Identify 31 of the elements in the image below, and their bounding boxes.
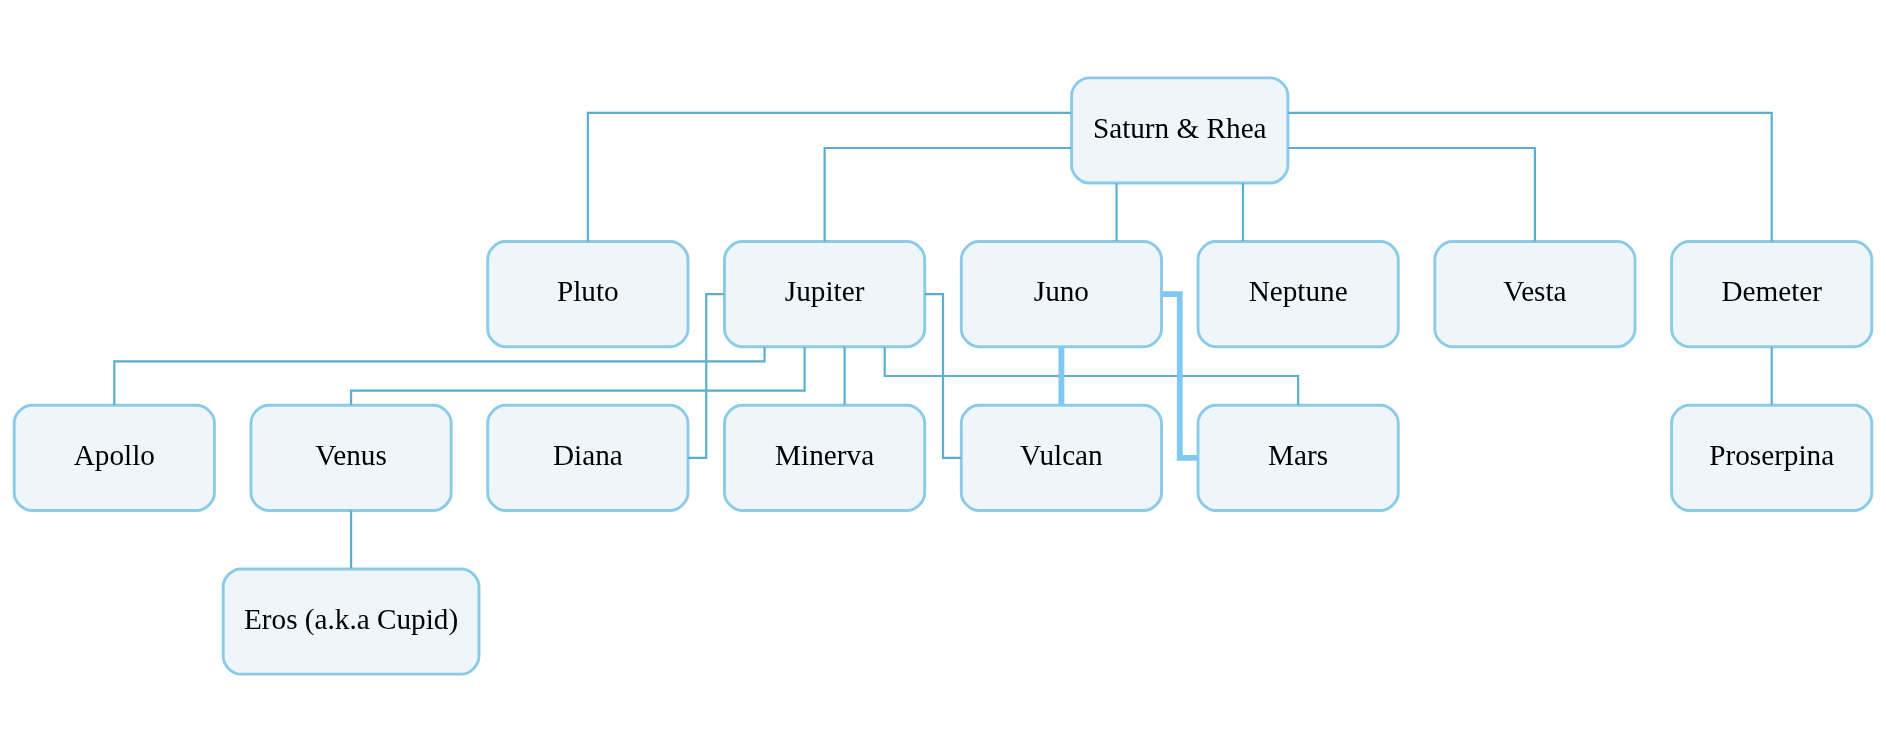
- connector: [1058, 346, 1065, 405]
- node-box: Mars: [1196, 403, 1400, 512]
- node-box: Minerva: [723, 403, 927, 512]
- node-box: Venus: [249, 403, 453, 512]
- connector: [688, 293, 725, 459]
- node-box: Vesta: [1433, 240, 1637, 349]
- connector: [113, 347, 766, 406]
- connector: [1161, 291, 1198, 461]
- node-box: Neptune: [1196, 240, 1400, 349]
- connector: [1115, 183, 1118, 241]
- node-box: Pluto: [486, 240, 690, 349]
- node-box: Demeter: [1670, 240, 1874, 349]
- node-box: Diana: [486, 403, 690, 512]
- node-box: Eros (a.k.a Cupid): [221, 567, 481, 676]
- node-box: Proserpina: [1670, 403, 1874, 512]
- node-box: Juno: [959, 240, 1163, 349]
- node-box: Apollo: [12, 403, 216, 512]
- connector: [1288, 146, 1536, 242]
- connector: [883, 346, 1300, 406]
- connector: [1241, 183, 1245, 241]
- node-box: Saturn & Rhea: [1070, 76, 1290, 185]
- node-box: Jupiter: [723, 240, 927, 349]
- connector: [925, 293, 961, 459]
- connector: [350, 510, 353, 569]
- node-box: Vulcan: [959, 403, 1163, 512]
- connector: [1288, 111, 1773, 242]
- connector: [843, 346, 846, 405]
- connector: [586, 111, 1072, 242]
- connector: [350, 346, 806, 405]
- connector: [823, 146, 1072, 242]
- connector: [1770, 346, 1773, 405]
